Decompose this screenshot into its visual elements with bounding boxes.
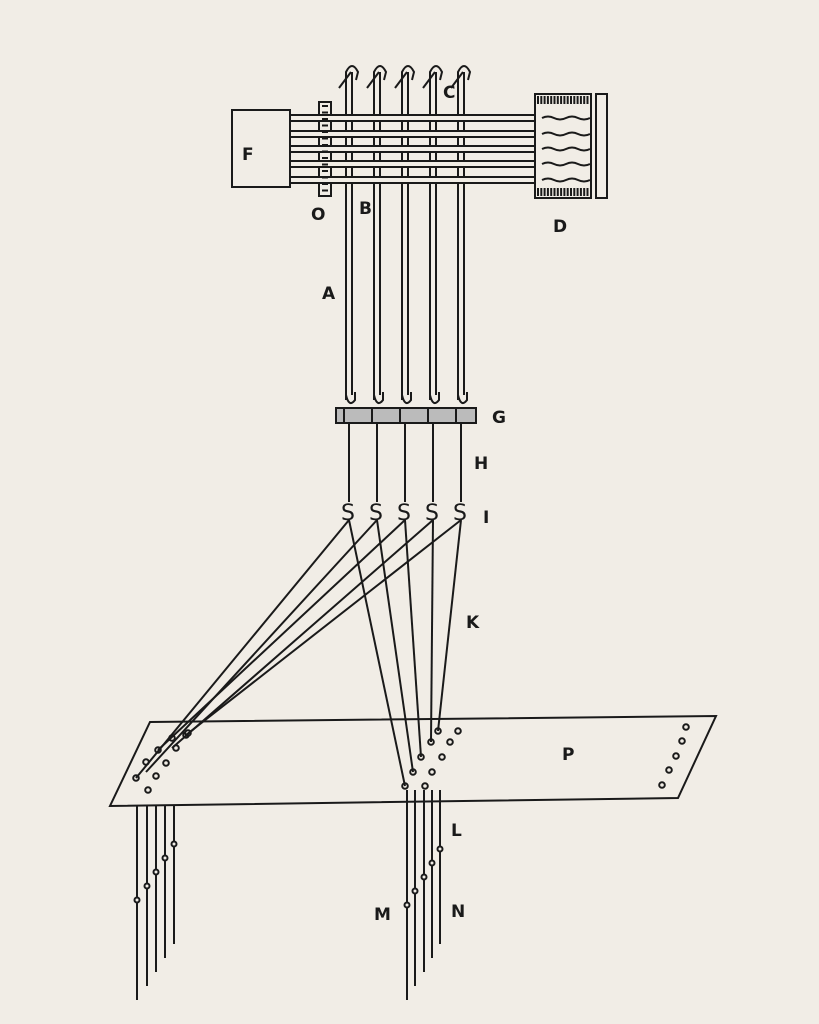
label-m: M <box>374 905 391 925</box>
label-h: H <box>474 454 488 474</box>
needle-b <box>289 145 536 153</box>
s-hook-i: S <box>341 501 355 526</box>
hook-a-bottom <box>373 392 384 405</box>
harness-cord-k <box>430 519 434 743</box>
label-b: B <box>359 199 372 219</box>
board-hole <box>665 766 673 774</box>
harness-cord-k <box>145 519 378 773</box>
harness-cord-k <box>437 519 462 732</box>
mail-eye-m <box>403 901 411 909</box>
label-l: L <box>451 821 462 841</box>
hook-a-bottom <box>457 392 468 405</box>
s-hook-i: S <box>369 501 383 526</box>
board-hole <box>428 768 436 776</box>
label-k: K <box>466 613 480 633</box>
spring-d <box>541 146 591 152</box>
mail-eye-m <box>152 868 160 876</box>
box-f <box>231 109 291 188</box>
hook-a <box>401 65 416 400</box>
hook-pointer <box>422 71 436 89</box>
board-hole <box>152 772 160 780</box>
label-o: O <box>311 205 325 225</box>
board-d-plate <box>595 93 608 199</box>
hook-pointer <box>366 71 380 89</box>
harness-cord-k <box>171 519 434 749</box>
s-hook-i: S <box>397 501 411 526</box>
board-hole <box>678 737 686 745</box>
hook-a <box>345 65 360 400</box>
harness-cord-k <box>376 519 414 773</box>
label-n: N <box>451 902 465 922</box>
hook-pointer <box>338 71 352 89</box>
s-hook-i: S <box>425 501 439 526</box>
label-f: F <box>242 145 254 165</box>
label-d: D <box>553 217 567 237</box>
board-hole <box>144 786 152 794</box>
board-hole <box>438 753 446 761</box>
mail-eye-m <box>428 859 436 867</box>
board-hole <box>658 781 666 789</box>
board-hole <box>446 738 454 746</box>
needle-b <box>289 130 536 138</box>
board-hole <box>162 759 170 767</box>
board-hole <box>421 782 429 790</box>
label-a: A <box>322 284 336 304</box>
harness-cord-k <box>185 519 462 736</box>
needle-b <box>289 160 536 168</box>
needle-b <box>289 114 536 122</box>
hook-a <box>429 65 444 400</box>
board-hole <box>454 727 462 735</box>
label-i: I <box>483 508 489 528</box>
mail-eye-m <box>436 845 444 853</box>
mail-eye-m <box>133 896 141 904</box>
mail-eye-m <box>143 882 151 890</box>
hook-pointer <box>394 71 408 89</box>
hook-a-bottom <box>345 392 356 405</box>
label-g: G <box>492 408 506 428</box>
hook-a <box>373 65 388 400</box>
mail-eye-m <box>420 873 428 881</box>
hook-a-bottom <box>429 392 440 405</box>
spring-d <box>541 177 591 183</box>
needle-b <box>289 176 536 184</box>
hook-a-bottom <box>401 392 412 405</box>
board-hole <box>682 723 690 731</box>
spring-d <box>541 115 591 121</box>
mail-eye-m <box>161 854 169 862</box>
hook-a <box>457 65 472 400</box>
hook-pointer <box>450 71 464 89</box>
spring-d <box>541 161 591 167</box>
mail-eye-m <box>170 840 178 848</box>
harness-cord-k <box>157 519 406 751</box>
spring-d <box>541 131 591 137</box>
s-hook-i: S <box>453 501 467 526</box>
label-c: C <box>443 83 455 103</box>
mail-eye-m <box>411 887 419 895</box>
comber-board-p <box>108 714 718 808</box>
harness-cord-k <box>404 519 422 758</box>
board-hole <box>672 752 680 760</box>
harness-cord-k <box>135 519 350 779</box>
label-p: P <box>562 745 574 765</box>
